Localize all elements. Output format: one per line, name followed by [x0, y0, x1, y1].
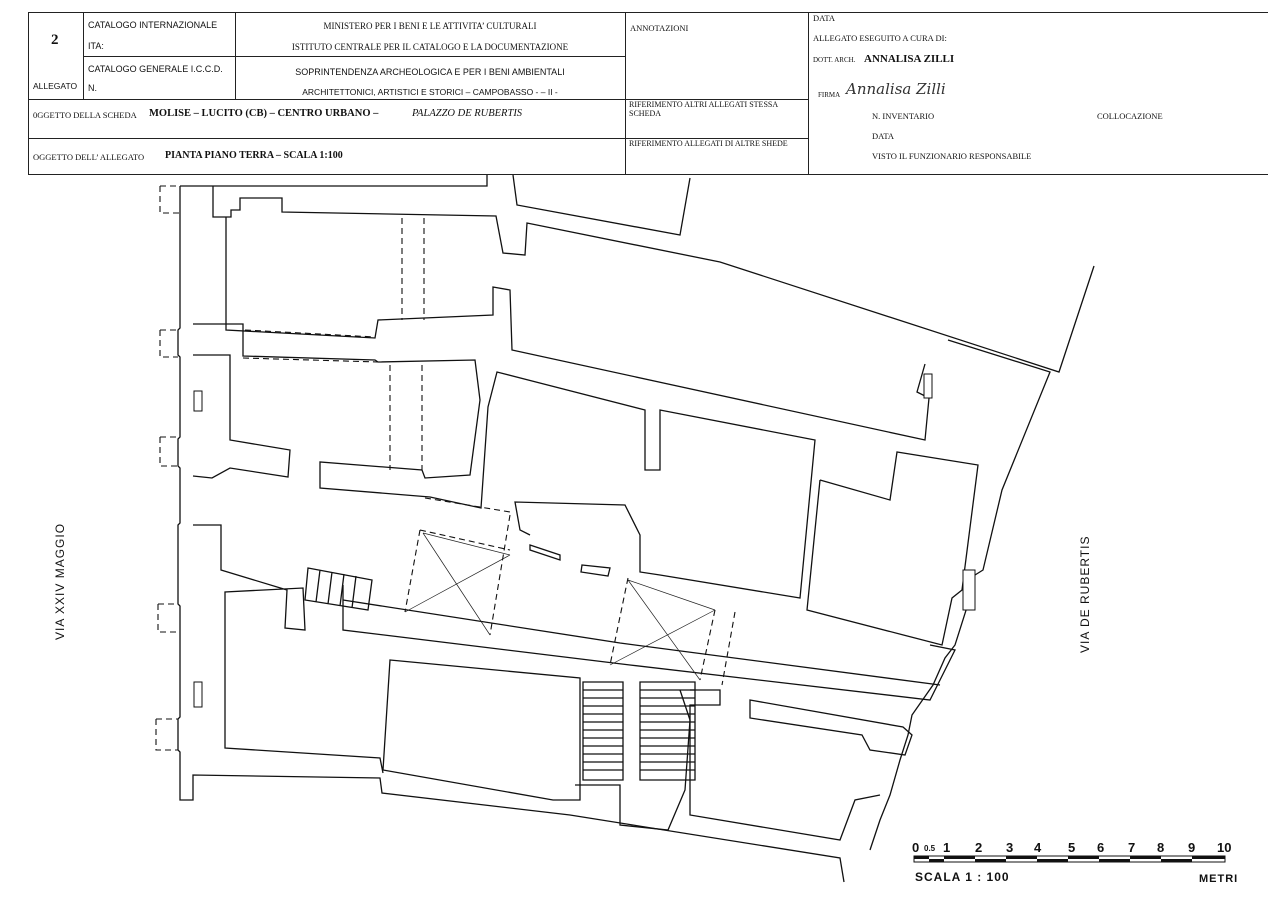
- scale-tick-label: 6: [1097, 840, 1105, 855]
- room-right-1: [806, 451, 979, 646]
- scale-tick-label: 8: [1157, 840, 1165, 855]
- allegato-label: ALLEGATO: [33, 81, 78, 91]
- author-name: ANNALISA ZILLI: [864, 53, 955, 65]
- scale-tick-label: 4: [1034, 840, 1042, 855]
- header-top-border: [28, 12, 1268, 13]
- building-outline: [177, 175, 845, 883]
- dash-2: [155, 185, 180, 751]
- scale-tick-label: 1: [943, 840, 951, 855]
- firma-label: FIRMA: [818, 91, 841, 99]
- oggetto-scheda-value: MOLISE – LUCITO (CB) – CENTRO URBANO –: [149, 108, 379, 119]
- room-1-inner: [193, 323, 816, 599]
- scale-tick-label: 7: [1128, 840, 1136, 855]
- ministero: MINISTERO PER I BENI E LE ATTIVITA’ CULT…: [323, 21, 537, 31]
- header-vline-3: [625, 12, 626, 174]
- stair-lower: [575, 689, 691, 831]
- scale-tick-label: 9: [1188, 840, 1196, 855]
- stair-right: [639, 681, 696, 781]
- oggetto-allegato-label: OGGETTO DELL’ ALLEGATO: [33, 152, 145, 162]
- corridor-4: [580, 564, 611, 577]
- catalogo-generale: CATALOGO GENERALE I.C.C.D.: [88, 64, 223, 74]
- scale-label: SCALA 1 : 100: [915, 870, 1010, 884]
- visto-funzionario: VISTO IL FUNZIONARIO RESPONSABILE: [872, 151, 1032, 161]
- stair-left: [582, 681, 624, 781]
- scale-bar-fill: [914, 856, 1225, 862]
- corridor-3: [529, 544, 561, 561]
- scale-tick-label: 3: [1006, 840, 1014, 855]
- window-marker-2: [193, 681, 203, 708]
- scale-unit: METRI: [1199, 873, 1239, 885]
- stair-small: [304, 567, 373, 611]
- corridor: [342, 585, 956, 701]
- window-marker-1: [193, 390, 203, 412]
- header-mid-divider: [83, 56, 625, 57]
- room-lower-mid: [382, 659, 581, 801]
- header-divider-1: [28, 99, 808, 100]
- scale-tick-label: 0.5: [924, 844, 936, 853]
- dash-4: [609, 577, 736, 686]
- soprintendenza: SOPRINTENDENZA ARCHEOLOGICA E PER I BENI…: [295, 67, 565, 77]
- dash-3: [404, 497, 511, 636]
- window-marker-4: [962, 569, 976, 611]
- wall-top-mid: [512, 174, 691, 236]
- header-vline-4: [808, 12, 809, 174]
- header-divider-2: [28, 138, 808, 139]
- scale-tick-label: 5: [1068, 840, 1076, 855]
- scale-tick-label: 0: [912, 840, 920, 855]
- header-left-border: [28, 12, 29, 174]
- collocazione: COLLOCAZIONE: [1097, 111, 1163, 121]
- atrium-x-2: [609, 579, 716, 681]
- n-inventario: N. INVENTARIO: [872, 111, 935, 121]
- scale-tick-label: 10: [1217, 840, 1232, 855]
- catalogo-internazionale: CATALOGO INTERNAZIONALE: [88, 20, 218, 30]
- data-label: DATA: [813, 13, 835, 23]
- istituto: ISTITUTO CENTRALE PER IL CATALOGO E LA D…: [291, 42, 569, 52]
- rif-altri-allegati: RIFERIMENTO ALTRI ALLEGATI STESSA SCHEDA: [629, 100, 778, 119]
- room-right-2: [869, 339, 1051, 851]
- header-vline-1: [83, 12, 84, 99]
- room-lower-right: [689, 689, 881, 841]
- n-label: N.: [88, 83, 97, 93]
- annotazioni: ANNOTAZIONI: [630, 23, 689, 33]
- oggetto-allegato-value: PIANTA PIANO TERRA – SCALA 1:100: [165, 150, 343, 161]
- room-right-3: [749, 699, 913, 756]
- header-bottom-border: [28, 174, 1268, 175]
- dash-1: [242, 218, 425, 470]
- scale-tick-label: 2: [975, 840, 983, 855]
- window-marker-3: [923, 373, 933, 399]
- ita-label: ITA:: [88, 41, 104, 51]
- dott-arch: DOTT. ARCH.: [813, 56, 856, 64]
- allegato-number: 2: [51, 32, 59, 48]
- architettonici: ARCHITETTONICI, ARTISTICI E STORICI – CA…: [302, 87, 558, 97]
- corridor-2: [342, 599, 941, 686]
- oggetto-scheda-label: 0GGETTO DELLA SCHEDA: [33, 110, 137, 120]
- data-label-2: DATA: [872, 131, 894, 141]
- rif-allegati-altre: RIFERIMENTO ALLEGATI DI ALTRE SHEDE: [629, 139, 788, 148]
- signature: Annalisa Zilli: [846, 80, 946, 98]
- allegato-eseguito: ALLEGATO ESEGUITO A CURA DI:: [813, 33, 947, 43]
- wall-top-left: [212, 186, 1095, 373]
- atrium-x-1: [404, 532, 511, 636]
- room-left-mid: [192, 354, 291, 479]
- room-left-lower: [193, 524, 384, 774]
- header-vline-2: [235, 12, 236, 99]
- oggetto-scheda-name: PALAZZO DE RUBERTIS: [412, 108, 523, 119]
